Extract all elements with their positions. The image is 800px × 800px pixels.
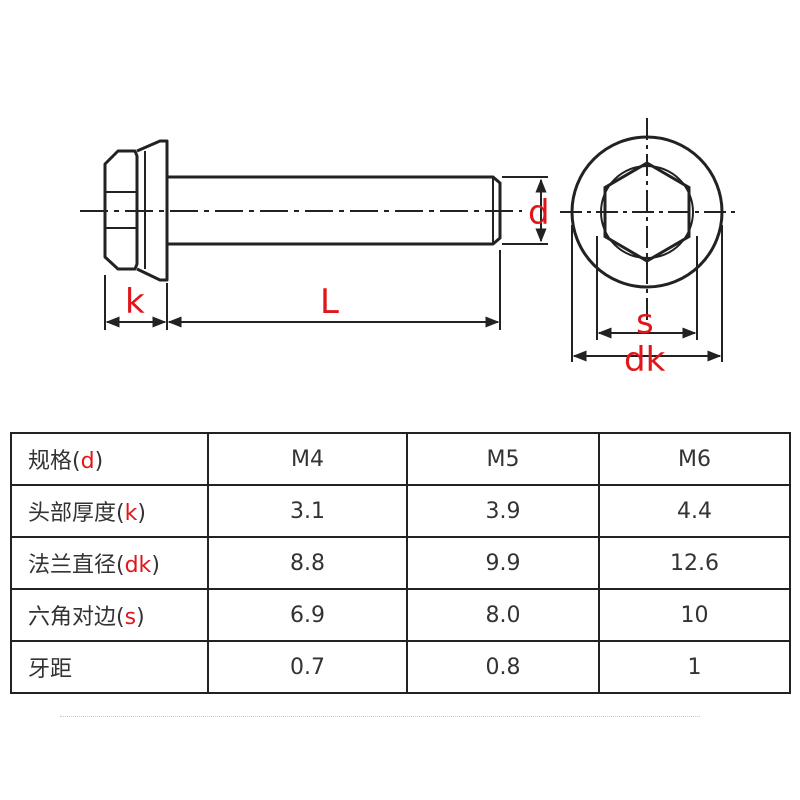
dimension-L xyxy=(167,250,501,330)
table-row: 头部厚度(k) 3.1 3.9 4.4 xyxy=(10,484,791,538)
table-cell: 0.7 xyxy=(207,640,408,694)
table-row: 牙距 0.7 0.8 1 xyxy=(10,640,791,694)
table-row: 规格(d) M4 M5 M6 xyxy=(10,432,791,486)
row-label: 头部厚度(k) xyxy=(10,484,209,538)
table-cell: 4.4 xyxy=(598,484,791,538)
row-label: 规格(d) xyxy=(10,432,209,486)
bolt-technical-drawing: d k L s dk xyxy=(80,118,738,380)
spec-table: 规格(d) M4 M5 M6 头部厚度(k) 3.1 3.9 4.4 法兰直径(… xyxy=(10,432,791,694)
row-label: 法兰直径(dk) xyxy=(10,536,209,590)
label-L: L xyxy=(320,282,339,322)
bolt-hex-head xyxy=(103,149,139,271)
table-row: 法兰直径(dk) 8.8 9.9 12.6 xyxy=(10,536,791,590)
label-dk: dk xyxy=(624,340,666,380)
table-cell: 1 xyxy=(598,640,791,694)
dimension-d xyxy=(502,176,548,245)
table-cell: 9.9 xyxy=(406,536,600,590)
table-cell: 0.8 xyxy=(406,640,600,694)
end-view-centerlines xyxy=(560,118,738,320)
row-label: 六角对边(s) xyxy=(10,588,209,642)
row-label: 牙距 xyxy=(10,640,209,694)
header-cell: M6 xyxy=(598,432,791,486)
table-cell: 3.9 xyxy=(406,484,600,538)
label-d: d xyxy=(528,193,550,233)
table-row: 六角对边(s) 6.9 8.0 10 xyxy=(10,588,791,642)
table-cell: 8.8 xyxy=(207,536,408,590)
table-cell: 12.6 xyxy=(598,536,791,590)
table-cell: 3.1 xyxy=(207,484,408,538)
hex-outline xyxy=(603,161,691,263)
header-cell: M5 xyxy=(406,432,600,486)
label-s: s xyxy=(636,302,654,342)
label-k: k xyxy=(125,282,145,322)
dimension-k xyxy=(104,275,168,330)
header-cell: M4 xyxy=(207,432,408,486)
table-cell: 8.0 xyxy=(406,588,600,642)
dimension-dk xyxy=(571,225,723,362)
table-cell: 6.9 xyxy=(207,588,408,642)
bolt-flange xyxy=(136,139,169,282)
bottom-divider xyxy=(60,716,700,717)
table-cell: 10 xyxy=(598,588,791,642)
dimension-s xyxy=(596,236,698,340)
